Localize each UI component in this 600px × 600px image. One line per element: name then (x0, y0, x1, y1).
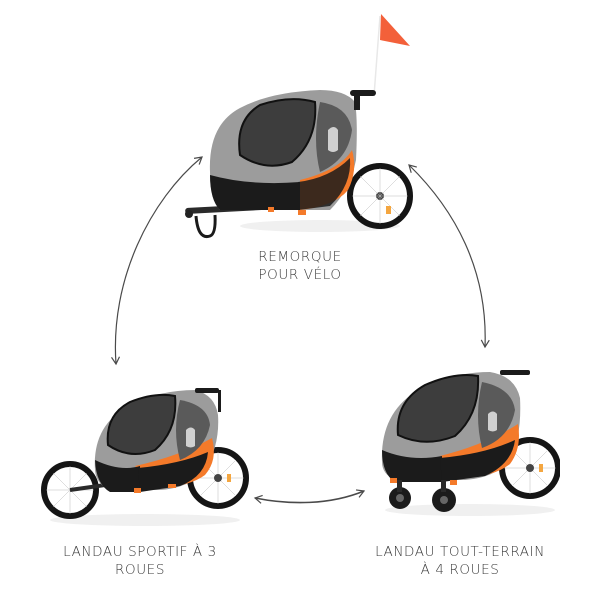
label-stroller-4-wheel: LANDAU TOUT-TERRAIN À 4 ROUES (360, 543, 560, 579)
arrow-jogger-to-stroller (253, 489, 366, 504)
label-jogger-3-wheel: LANDAU SPORTIF À 3 ROUES (40, 543, 240, 579)
label-stroller-line1: LANDAU TOUT-TERRAIN (375, 544, 545, 560)
label-bike-trailer-line2: POUR VÉLO (258, 267, 342, 283)
bike-trailer-image (180, 10, 420, 240)
jogger-3-wheel-image (30, 360, 250, 530)
arrow-trailer-to-stroller (408, 164, 490, 349)
label-stroller-line2: À 4 ROUES (420, 562, 500, 578)
flag-pole (373, 15, 381, 97)
safety-flag-icon (380, 14, 410, 46)
stroller-4-wheel-image (370, 350, 560, 520)
label-jogger-line2: ROUES (115, 562, 165, 578)
label-bike-trailer-line1: REMORQUE (258, 249, 342, 265)
label-bike-trailer: REMORQUE POUR VÉLO (225, 248, 375, 284)
label-jogger-line1: LANDAU SPORTIF À 3 (63, 544, 217, 560)
arrow-trailer-to-jogger (111, 156, 203, 366)
